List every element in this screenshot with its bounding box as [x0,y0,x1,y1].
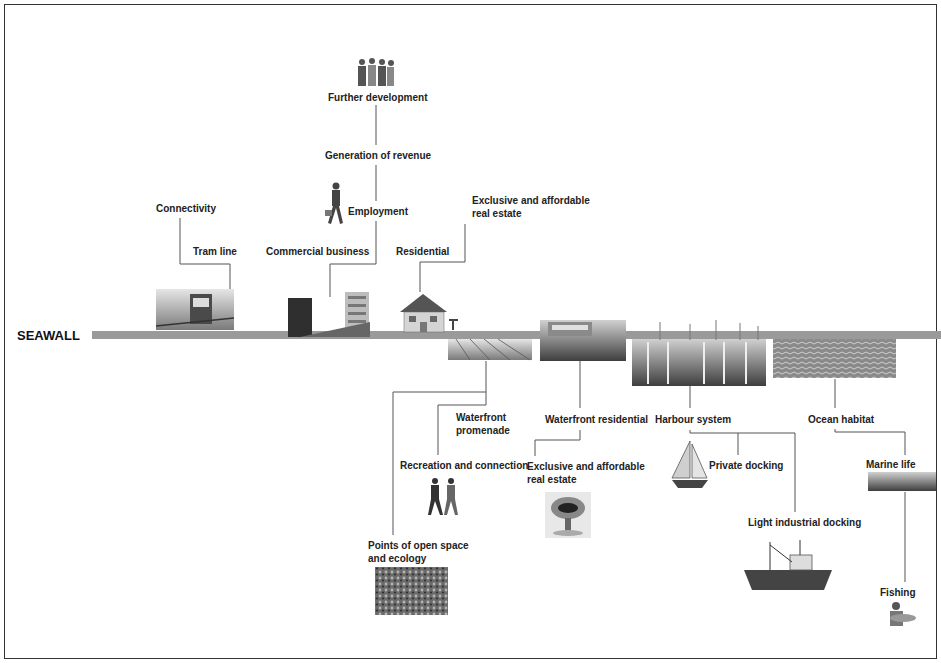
diagram-label: Residential [396,245,449,258]
round-house-photo [545,492,591,538]
ocean-photo [773,339,896,378]
diagram-label: Ocean habitat [808,413,874,426]
diagram-label: Further development [328,91,427,104]
diagram-label: Generation of revenue [325,149,431,162]
waterfront-photo [540,320,626,361]
diagram-label: Waterfront residential [545,413,648,426]
diagram-label: Exclusive and affordable real estate [472,194,607,220]
fisherman-icon [890,602,916,626]
diagram-label: Waterfront promenade [456,411,520,437]
diagram-label: Private docking [709,459,783,472]
diagram-label: Fishing [880,586,916,599]
seawall-bar [92,331,941,339]
diagram-label: Marine life [866,458,915,471]
diagram-label: Connectivity [156,202,216,215]
diagram-label: Commercial business [266,245,369,258]
promenade-photo [448,339,532,360]
people-icon [358,58,394,86]
seawall-title: SEAWALL [17,328,80,344]
runners-icon [428,478,458,515]
tram-photo [156,289,234,330]
marine-photo [868,472,936,491]
diagram-label: Employment [348,205,408,218]
diagram-label: Exclusive and affordable real estate [527,460,662,486]
walker-icon [325,183,343,225]
house-photo [400,294,458,332]
ecology-photo [375,567,448,615]
buildings-photo [288,292,370,337]
diagram-label: Harbour system [655,413,731,426]
sailboat-icon [672,441,708,488]
diagram-label: Tram line [193,245,237,258]
diagram-label: Light industrial docking [748,516,861,529]
harbour-photo [632,320,766,386]
fishing-boat-icon [744,540,832,590]
leader-lines [180,105,905,582]
diagram-label: Recreation and connection [400,459,528,472]
diagram-label: Points of open space and ecology [368,539,482,565]
